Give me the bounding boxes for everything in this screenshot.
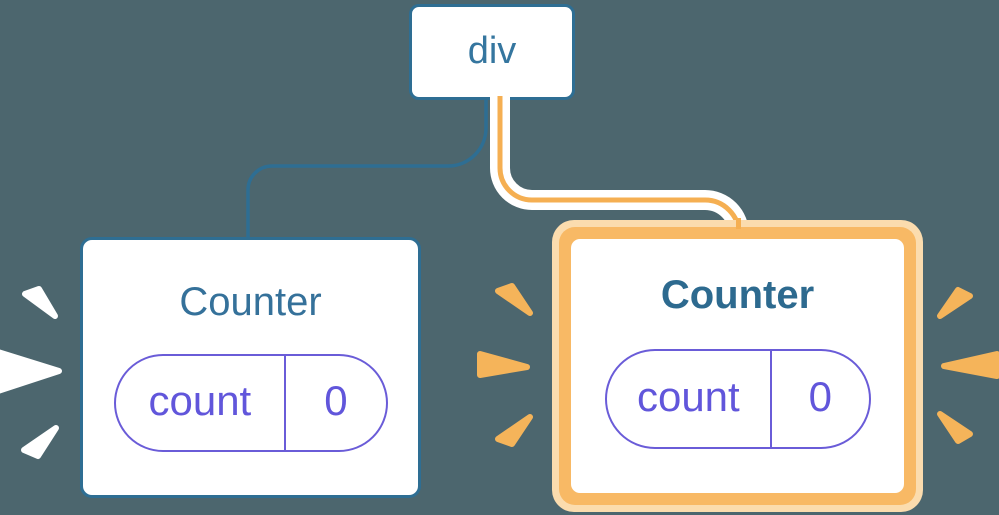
counter-title: Counter [179, 280, 322, 324]
state-value-label: 0 [808, 373, 833, 420]
sparkle-ray-icon [22, 286, 58, 319]
counter-node-plain: Counter count 0 [80, 237, 421, 498]
state-key-cell: count [116, 356, 287, 450]
sparkle-burst-orange-right-icon [937, 287, 999, 444]
highlight-ring: Counter count 0 [559, 227, 916, 505]
sparkle-ray-icon [937, 411, 973, 444]
sparkle-ray-icon [937, 287, 973, 319]
highlight-connector-core-stub [736, 218, 741, 229]
blue-connector-line [246, 100, 488, 239]
state-key-label: count [148, 377, 252, 424]
state-key-label: count [636, 373, 740, 420]
state-pill: count 0 [604, 349, 871, 449]
sparkle-burst-orange-left-icon [477, 283, 533, 447]
sparkle-ray-icon [0, 349, 62, 394]
state-value-cell: 0 [772, 351, 868, 447]
state-pill: count 0 [113, 354, 388, 452]
highlight-inner-card: Counter count 0 [571, 239, 904, 493]
state-key-cell: count [607, 351, 773, 447]
sparkle-ray-icon [495, 414, 533, 447]
root-node-div: div [409, 4, 575, 100]
sparkle-ray-icon [495, 283, 533, 316]
sparkle-burst-white-icon [0, 286, 62, 459]
sparkle-ray-icon [941, 351, 999, 379]
state-value-label: 0 [324, 377, 348, 424]
counter-node-highlighted: Counter count 0 [552, 220, 923, 512]
state-value-cell: 0 [286, 356, 385, 450]
counter-title: Counter [660, 273, 815, 317]
root-node-label: div [467, 30, 517, 72]
sparkle-ray-icon [21, 425, 59, 459]
sparkle-ray-icon [477, 351, 530, 378]
